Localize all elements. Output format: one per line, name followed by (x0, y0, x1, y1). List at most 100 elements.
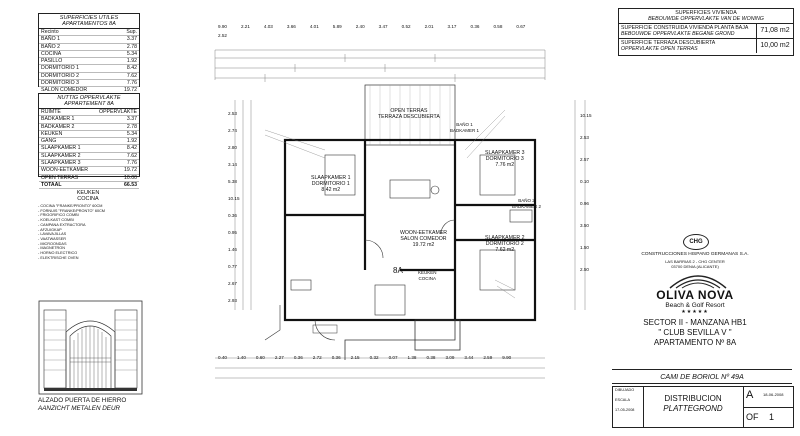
dimension-label: 0.77 (228, 264, 237, 269)
table-header: RUIMTE (39, 109, 94, 117)
brand-subtitle: Beach & Golf Resort (665, 302, 725, 309)
dimension-label: 0.36 (470, 24, 480, 29)
plan-room-bano1: BAÑO 1 BADKAMER 1 (450, 122, 479, 134)
room-label: DORMITORIO 1 (311, 181, 350, 187)
room-area: 7.62 m2 (495, 247, 515, 253)
room-label: TERRAZA DESCUBIERTA (378, 114, 440, 120)
table-header: Sup. (118, 29, 139, 37)
table-nl: NUTTIG OPPERVLAKTE APPARTEMENT 8A RUIMTE… (38, 93, 140, 190)
surfaces-value: 10,00 m2 (760, 42, 790, 49)
company-name: CONSTRUCCIONES HISPANO GERMANAS S.A. (641, 252, 749, 257)
table-total-label: TOTAAL (39, 180, 94, 190)
table-es: SUPERFICIES UTILES APARTAMENTOS 8A Recin… (38, 13, 140, 110)
keuken-line: - ELEKTRISCHE OVEN (38, 255, 79, 260)
fecha-value: 17-05-2008 (615, 408, 635, 412)
table-cell-room: COCINA (39, 50, 119, 59)
dimension-label: 3.47 (378, 24, 388, 29)
dimension-label: 2.15 (350, 355, 360, 360)
plan-room-sl2: SLAAPKAMER 2 DORMITORIO 2 7.62 m2 (485, 235, 525, 253)
plan-room-terras: OPEN TERRAS TERRAZA DESCUBIERTA (378, 108, 440, 120)
project-line-2: " CLUB SEVILLA V " (658, 328, 732, 337)
dimension-label: 4.01 (309, 24, 319, 29)
table-cell-room: DORMITORIO 2 (39, 72, 119, 81)
table-cell-room: PASILLO (39, 57, 119, 66)
company-address-2: 03700 DENIA (ALICANTE) (671, 264, 719, 269)
keuken-line: - FORNUIS "FRANKE/PRONTO" 60CM (38, 208, 105, 213)
table-header: OPPERVLAKTE (93, 109, 139, 117)
table-cell-room: BADKAMER 1 (39, 115, 94, 124)
room-label: DORMITORIO 3 (485, 156, 524, 162)
table-cell-area: 5.34 (118, 50, 139, 59)
room-label: BADKAMER 2 (512, 204, 542, 209)
dimension-label: 10.15 (228, 196, 240, 201)
table-cell-area: 1.92 (118, 57, 139, 66)
dimension-label: 1.40 (236, 355, 246, 360)
room-label: WOON-EETKAMER (400, 230, 447, 236)
revision-date: 18-06-2008 (763, 392, 784, 397)
table-total-value: 66.53 (93, 180, 139, 190)
dimension-label: 2.59 (483, 355, 493, 360)
table-cell-area: 10.00 (93, 174, 139, 182)
dimension-label: 0.40 (218, 355, 227, 360)
room-label: SLAAPKAMER 1 (311, 175, 351, 181)
door-label-es: ALZADO PUERTA DE HIERRO (38, 397, 127, 404)
project-line-1: SECTOR II - MANZANA HB1 (643, 318, 747, 327)
room-label: OPEN TERRAS (390, 108, 428, 114)
table-es-title: SUPERFICIES UTILES APARTAMENTOS 8A (39, 14, 139, 29)
table-cell-area: 8.42 (118, 64, 139, 73)
surfaces-header: SUPERFICIES VIVIENDA BEBOUWDE OPPERVLAKT… (619, 9, 793, 24)
dimension-label: 3.17 (447, 24, 457, 29)
table-cell-area: 7.76 (118, 79, 139, 88)
dimension-label: 0.38 (426, 355, 436, 360)
dimension-label: 3.66 (286, 24, 296, 29)
surfaces-label-nl: BEBOUWDE OPPERVLAKTE BEGANE GROND (621, 31, 735, 37)
room-area: 19.72 m2 (412, 242, 435, 248)
table-cell-area: 3.37 (93, 115, 139, 124)
dimension-label: 2.57 (580, 157, 589, 162)
dimension-label: 0.10 (580, 179, 589, 184)
room-label: SALON COMEDOR (400, 236, 447, 242)
table-cell-area: 2.78 (93, 123, 139, 131)
table-cell-area: 5.34 (93, 130, 139, 139)
dimension-label: 2.50 (580, 267, 589, 272)
street-label: CAMI DE BORIOL Nº 49A (612, 369, 792, 384)
table-cell-room: SLAAPKAMER 1 (39, 144, 94, 153)
dimension-label: 2.74 (228, 128, 237, 133)
surfaces-table: SUPERFICIES VIVIENDA BEBOUWDE OPPERVLAKT… (618, 8, 794, 56)
dimension-label: 9.90 (502, 355, 512, 360)
dimension-label: 0.58 (493, 24, 503, 29)
room-label: SLAAPKAMER 3 (485, 150, 525, 156)
plan-unit-label: 8A (393, 266, 403, 275)
table-cell-room: OPEN TERRAS (39, 174, 94, 182)
table-cell-room: BADKAMER 2 (39, 123, 94, 131)
sheet-number: 1 (769, 412, 775, 422)
keuken-title: KEUKEN (76, 190, 100, 196)
keuken-line: - MICROONDAS (38, 241, 67, 246)
room-label: BAÑO 1 (456, 122, 473, 127)
keuken-line: - COCINA "FRANKE/PRONTO" 60CM (38, 204, 103, 208)
keuken-line: - MAGNETRON (38, 246, 65, 251)
room-label: BAÑO 2 (518, 198, 535, 203)
dimension-label: 0.52 (401, 24, 411, 29)
table-cell-room: BAÑO 2 (39, 43, 119, 51)
dimension-label: 0.07 (388, 355, 398, 360)
dimension-label: 1.46 (228, 247, 237, 252)
dimension-label: 3.14 (228, 162, 237, 167)
dimension-label: 2.52 (218, 33, 227, 38)
drawing-title-nl: PLATTEGROND (663, 404, 723, 413)
plan-room-sl3: SLAAPKAMER 3 DORMITORIO 3 7.76 m2 (485, 150, 525, 168)
surfaces-label-es: SUPERFICIE TERRAZA DESCUBIERTA (621, 40, 716, 46)
title-block-street (612, 364, 792, 382)
table-cell-area: 7.62 (93, 152, 139, 161)
escala-label: ESCALA (615, 398, 630, 402)
table-cell-room: DORMITORIO 3 (39, 79, 119, 88)
